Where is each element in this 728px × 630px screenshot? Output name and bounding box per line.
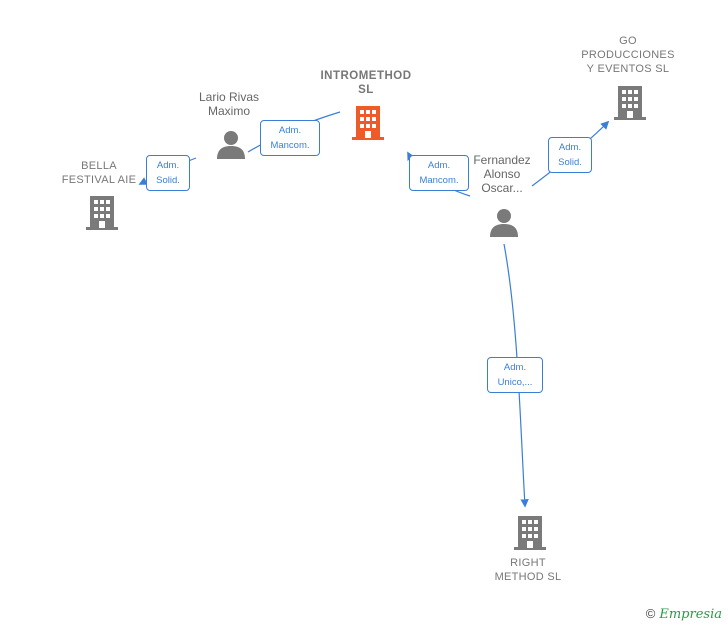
- company-intromethod-label[interactable]: INTROMETHOD SL: [320, 70, 412, 96]
- company-go-producciones-label[interactable]: GO PRODUCCIONES Y EVENTOS SL: [581, 35, 675, 75]
- edge-label-fernandez-go[interactable]: Adm. Solid.: [548, 137, 592, 173]
- person-lario-rivas-label[interactable]: Lario Rivas Maximo: [198, 90, 260, 118]
- edge-label-lario-intromethod[interactable]: Adm. Mancom.: [260, 120, 320, 156]
- building-icon[interactable]: [86, 194, 118, 230]
- person-icon[interactable]: [489, 207, 519, 237]
- building-icon[interactable]: [352, 104, 384, 140]
- empresia-logo[interactable]: Empresia: [659, 607, 722, 622]
- building-icon[interactable]: [614, 84, 646, 120]
- edge-label-fernandez-intromethod[interactable]: Adm. Mancom.: [409, 155, 469, 191]
- company-bella-festival-label[interactable]: BELLA FESTIVAL AIE: [61, 160, 137, 186]
- edge-label-fernandez-right[interactable]: Adm. Unico,...: [487, 357, 543, 393]
- edge-label-lario-bella[interactable]: Adm. Solid.: [146, 155, 190, 191]
- person-icon[interactable]: [216, 129, 246, 159]
- company-right-method-label[interactable]: RIGHT METHOD SL: [494, 557, 562, 583]
- person-fernandez-alonso-label[interactable]: Fernandez Alonso Oscar...: [473, 153, 531, 195]
- copyright-symbol: ©: [645, 606, 656, 621]
- building-icon[interactable]: [514, 514, 546, 550]
- copyright-footer: ©Empresia: [646, 606, 722, 622]
